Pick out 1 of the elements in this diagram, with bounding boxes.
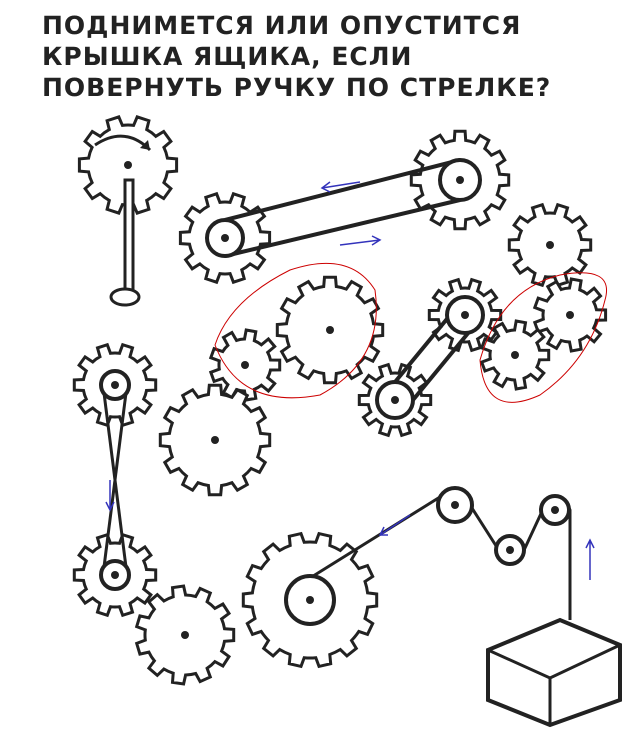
- title: ПОДНИМЕТСЯ ИЛИ ОПУСТИТСЯ КРЫШКА ЯЩИКА, ЕСЛИ ПОВЕРНУТЬ РУЧКУ ПО СТРЕЛКЕ?: [42, 10, 552, 103]
